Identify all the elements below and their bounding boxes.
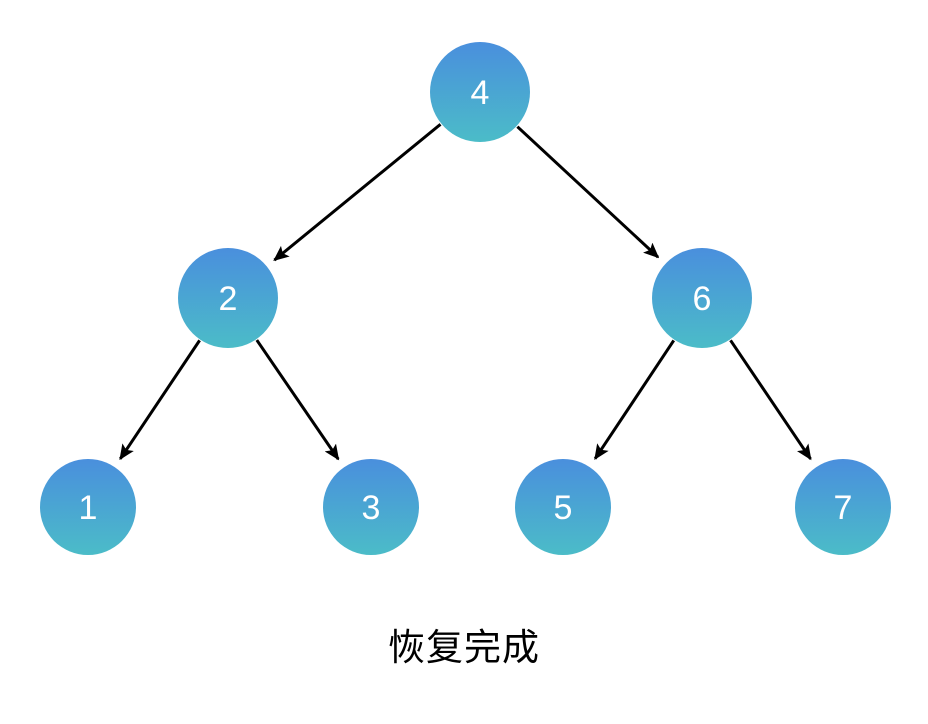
tree-edge-2-3 [255,339,340,461]
nodes-layer: 4 2 6 1 3 5 7 [40,42,891,555]
node-label-5: 5 [554,489,573,527]
node-circle-6 [652,248,752,348]
node-circle-3 [323,459,419,555]
node-label-6: 6 [693,280,712,318]
node-circle-2 [178,248,278,348]
diagram-caption: 恢复完成 [388,627,540,668]
tree-edge-4-2 [273,123,442,262]
tree-edge-6-5 [593,339,676,461]
tree-node-4[interactable]: 4 [430,42,530,142]
tree-node-7[interactable]: 7 [795,459,891,555]
node-label-7: 7 [834,489,853,527]
node-circle-5 [515,459,611,555]
node-label-2: 2 [219,280,238,318]
tree-node-1[interactable]: 1 [40,459,136,555]
tree-node-3[interactable]: 3 [323,459,419,555]
node-label-4: 4 [471,74,490,112]
tree-edge-4-6 [516,125,660,259]
node-circle-4 [430,42,530,142]
edges-layer [119,123,812,461]
tree-edge-6-7 [729,339,812,461]
tree-node-2[interactable]: 2 [178,248,278,348]
tree-edge-2-1 [119,339,201,461]
node-label-1: 1 [79,489,98,527]
tree-node-5[interactable]: 5 [515,459,611,555]
node-circle-7 [795,459,891,555]
tree-node-6[interactable]: 6 [652,248,752,348]
node-circle-1 [40,459,136,555]
node-label-3: 3 [362,489,381,527]
